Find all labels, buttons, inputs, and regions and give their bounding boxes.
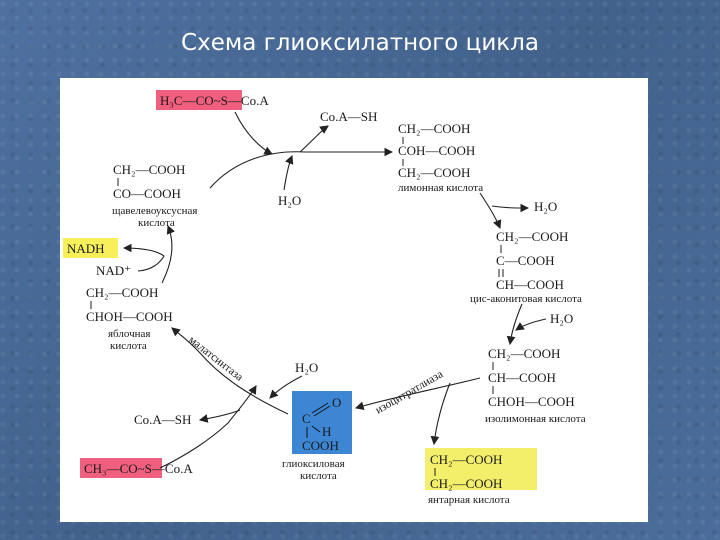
oxaloacetate-caption-2: кислота xyxy=(138,217,175,229)
isocitrate-caption: изолимонная кислота xyxy=(485,413,586,425)
succinate-line-1: CH₂—COOH xyxy=(430,452,502,467)
arrow-acetyl-coa-bottom-in xyxy=(159,385,257,469)
succinate-highlight xyxy=(425,448,537,490)
isocitrate-lyase-label: изоцитратлиаза xyxy=(374,368,446,416)
acetyl-coa-bottom-label: CH₃—CO~S—Co.A xyxy=(84,461,193,476)
glyoxylate-caption-1: глиоксиловая xyxy=(282,458,345,470)
glyoxylate-cycle-diagram: H₃C—CO~S—Co.A Co.A—SH CH₂—COOH COH—COOH … xyxy=(63,90,586,506)
h2o-3-label: H₂O xyxy=(550,311,573,326)
arrow-isocitrate-to-glyoxylate xyxy=(354,377,481,411)
malate-line-2: CHOH—COOH xyxy=(86,309,173,324)
malate-caption-2: кислота xyxy=(110,340,147,352)
arrow-h2o-in-1 xyxy=(283,154,294,191)
succinate-caption: янтарная кислота xyxy=(428,494,510,506)
malate-molecule: CH₂—COOH CHOH—COOH яблочная кислота xyxy=(86,285,173,352)
arrow-coa-sh-bottom-out xyxy=(198,409,241,423)
glyoxylate-line-1: O xyxy=(332,395,341,410)
succinate-line-2: CH₂—COOH xyxy=(430,476,502,491)
citrate-caption: лимонная кислота xyxy=(398,182,483,194)
arrow-glyoxylate-to-malate xyxy=(171,327,289,415)
isocitrate-line-1: CH₂—COOH xyxy=(488,346,560,361)
citrate-line-3: CH₂—COOH xyxy=(398,165,470,180)
oxaloacetate-line-2: CO—COOH xyxy=(113,186,181,201)
cis-aconitate-caption: цис-аконитовая кислота xyxy=(470,293,582,305)
glyoxylate-line-4: COOH xyxy=(302,438,339,453)
oxaloacetate-molecule: CH₂—COOH CO—COOH щавелевоуксусная кислот… xyxy=(112,162,197,229)
acetyl-coa-top-label: H₃C—CO~S—Co.A xyxy=(160,93,269,108)
glyoxylate-highlight xyxy=(292,391,352,454)
succinate-molecule: CH₂—COOH CH₂—COOH янтарная кислота xyxy=(428,452,510,506)
oxaloacetate-caption-1: щавелевоуксусная xyxy=(112,205,197,217)
arrow-nadh-out xyxy=(122,243,165,257)
nadh-highlight xyxy=(63,238,118,258)
arrow-h2o-in-3 xyxy=(515,318,547,331)
glyoxylate-molecule: O C H COOH глиоксиловая кислота xyxy=(282,395,345,482)
acetyl-coa-bottom-highlight xyxy=(80,458,162,478)
arrow-citrate-to-cis-aconitate xyxy=(479,192,502,230)
arrow-h2o-in-4 xyxy=(269,375,303,399)
slide-title: Схема глиоксилатного цикла xyxy=(181,30,539,56)
arrow-nad-in xyxy=(137,255,165,272)
coa-sh-top-label: Co.A—SH xyxy=(320,109,377,124)
arrow-coa-sh-out xyxy=(299,125,329,153)
glyoxylate-caption-2: кислота xyxy=(300,470,337,482)
coa-sh-bottom-label: Co.A—SH xyxy=(134,412,191,427)
arrow-malate-to-oxaloacetate xyxy=(161,224,175,284)
isocitrate-molecule: CH₂—COOH CH—COOH CHOH—COOH изолимонная к… xyxy=(485,346,586,425)
malate-caption-1: яблочная xyxy=(108,328,150,340)
arrow-cis-aconitate-to-isocitrate xyxy=(506,303,523,346)
h2o-2-label: H₂O xyxy=(534,199,557,214)
acetyl-coa-top-highlight xyxy=(156,90,242,110)
oxaloacetate-line-1: CH₂—COOH xyxy=(113,162,185,177)
isocitrate-line-2: CH—COOH xyxy=(488,370,556,385)
malate-line-1: CH₂—COOH xyxy=(86,285,158,300)
glyoxylate-line-2: C xyxy=(302,411,311,426)
citrate-line-2: COH—COOH xyxy=(398,143,475,158)
diagram-panel: H₃C—CO~S—Co.A Co.A—SH CH₂—COOH COH—COOH … xyxy=(60,78,648,522)
cis-aconitate-line-3: CH—COOH xyxy=(496,277,564,292)
malate-synthase-label: малатсинтаза xyxy=(186,334,245,384)
citrate-line-1: CH₂—COOH xyxy=(398,121,470,136)
h2o-1-label: H₂O xyxy=(278,193,301,208)
arrow-acetyl-coa-in xyxy=(234,111,273,155)
arrow-h2o-out-2 xyxy=(491,203,530,213)
cis-aconitate-line-2: C—COOH xyxy=(496,253,555,268)
h2o-4-label: H₂O xyxy=(295,360,318,375)
nadh-label: NADH xyxy=(67,241,105,256)
cis-aconitate-molecule: CH₂—COOH C—COOH CH—COOH цис-аконитовая к… xyxy=(470,229,582,305)
glyoxylate-line-3: H xyxy=(322,424,331,439)
isocitrate-line-3: CHOH—COOH xyxy=(488,394,575,409)
arrow-isocitrate-to-succinate xyxy=(430,382,451,446)
citrate-molecule: CH₂—COOH COH—COOH CH₂—COOH лимонная кисл… xyxy=(398,121,483,194)
nad-label: NAD⁺ xyxy=(96,263,131,278)
cis-aconitate-line-1: CH₂—COOH xyxy=(496,229,568,244)
arrow-to-citrate xyxy=(209,147,394,189)
